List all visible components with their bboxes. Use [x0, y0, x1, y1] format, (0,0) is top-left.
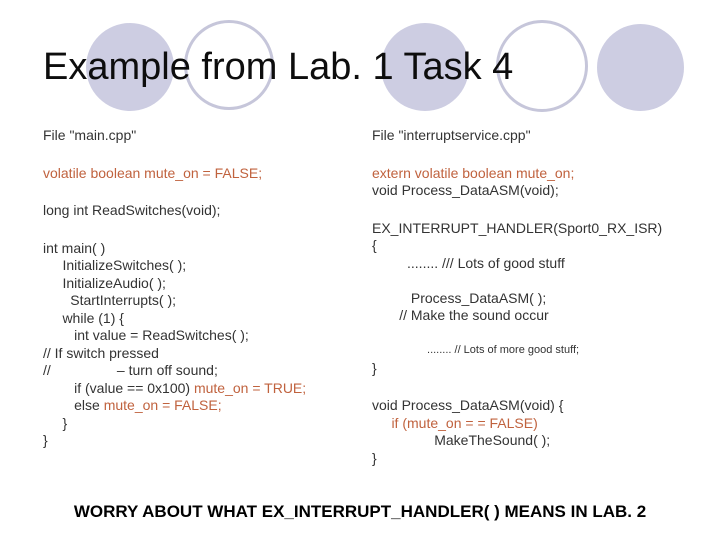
code-segment: }: [43, 432, 48, 448]
code-segment-highlight: mute_on = TRUE;: [193, 379, 307, 396]
code-segment: {: [372, 237, 377, 253]
code-block: void Process_DataASM(void) { if (mute_on…: [372, 397, 702, 467]
slide-title: Example from Lab. 1 Task 4: [43, 46, 514, 88]
code-segment: File "interruptservice.cpp": [372, 127, 531, 143]
code-segment: ........ /// Lots of good stuff: [372, 254, 565, 271]
code-segment-highlight: if (mute_on = = FALSE): [372, 414, 538, 431]
code-segment: InitializeSwitches( );: [43, 257, 187, 273]
code-segment: long int ReadSwitches(void);: [43, 202, 221, 218]
right-code-column: File "interruptservice.cpp" extern volati…: [372, 127, 702, 487]
code-segment: int main( ): [43, 239, 106, 256]
code-line: extern volatile boolean mute_on;: [372, 165, 702, 183]
left-code-column: File "main.cpp" volatile boolean mute_on …: [43, 127, 368, 470]
code-segment: }: [372, 359, 377, 376]
code-line: {: [372, 237, 702, 255]
code-segment: void Process_DataASM(void) {: [372, 397, 564, 413]
code-line: // If switch pressed: [43, 345, 368, 363]
code-segment: // Make the sound occur: [372, 307, 549, 323]
code-segment: InitializeAudio( );: [43, 274, 166, 291]
code-block: File "interruptservice.cpp": [372, 127, 702, 145]
code-segment: EX_INTERRUPT_HANDLER(Sport0_RX_ISR): [372, 219, 663, 236]
code-segment: // – turn off sound;: [43, 362, 218, 378]
code-segment-highlight: volatile boolean mute_on = FALSE;: [43, 164, 263, 181]
code-line: EX_INTERRUPT_HANDLER(Sport0_RX_ISR): [372, 220, 702, 238]
footer-note: WORRY ABOUT WHAT EX_INTERRUPT_HANDLER( )…: [73, 502, 647, 521]
code-segment: }: [372, 449, 377, 466]
code-block: volatile boolean mute_on = FALSE;: [43, 165, 368, 183]
code-line: ........ /// Lots of good stuff: [372, 255, 702, 273]
code-block: long int ReadSwitches(void);: [43, 202, 368, 220]
decor-circle-filled: [86, 23, 174, 111]
code-line: File "main.cpp": [43, 127, 368, 145]
code-segment: while (1) {: [43, 309, 124, 326]
decor-circle-filled: [597, 24, 684, 111]
code-line: Process_DataASM( );: [372, 290, 702, 308]
code-line: }: [372, 360, 702, 378]
code-block: extern volatile boolean mute_on;void Pro…: [372, 165, 702, 200]
decor-circle-filled: [381, 23, 469, 111]
title-band: [0, 0, 720, 120]
code-line: if (value == 0x100) mute_on = TRUE;: [43, 380, 368, 398]
code-segment: MakeTheSound( );: [372, 432, 551, 448]
code-segment: Process_DataASM( );: [372, 289, 547, 306]
code-line: long int ReadSwitches(void);: [43, 202, 368, 220]
code-segment: int value = ReadSwitches( );: [43, 327, 249, 343]
code-line: // – turn off sound;: [43, 362, 368, 380]
code-line: File "interruptservice.cpp": [372, 127, 702, 145]
code-line: }: [372, 450, 702, 468]
code-segment-highlight: mute_on = FALSE;: [103, 397, 222, 413]
code-segment: }: [43, 414, 68, 431]
code-line: InitializeAudio( );: [43, 275, 368, 293]
code-segment: if (value == 0x100): [43, 379, 194, 396]
code-segment-highlight: extern volatile boolean mute_on;: [372, 164, 575, 181]
code-line: [372, 325, 702, 343]
code-line: }: [43, 432, 368, 450]
code-line: void Process_DataASM(void) {: [372, 397, 702, 415]
code-block: int main( ) InitializeSwitches( ); Initi…: [43, 240, 368, 450]
code-block: EX_INTERRUPT_HANDLER(Sport0_RX_ISR){ ...…: [372, 220, 702, 378]
code-line: int value = ReadSwitches( );: [43, 327, 368, 345]
code-line: while (1) {: [43, 310, 368, 328]
code-line: }: [43, 415, 368, 433]
code-segment: File "main.cpp": [43, 127, 137, 143]
code-line: [372, 272, 702, 290]
decor-circle-outlined: [184, 20, 274, 110]
code-line: if (mute_on = = FALSE): [372, 415, 702, 433]
code-segment: StartInterrupts( );: [43, 292, 177, 308]
code-line: ........ // Lots of more good stuff;: [372, 342, 702, 360]
code-segment: // If switch pressed: [43, 344, 159, 361]
code-block: File "main.cpp": [43, 127, 368, 145]
code-segment: ........ // Lots of more good stuff;: [372, 344, 580, 356]
code-line: MakeTheSound( );: [372, 432, 702, 450]
decor-circle-outlined: [496, 20, 588, 112]
code-line: StartInterrupts( );: [43, 292, 368, 310]
code-line: else mute_on = FALSE;: [43, 397, 368, 415]
code-line: int main( ): [43, 240, 368, 258]
code-line: volatile boolean mute_on = FALSE;: [43, 165, 368, 183]
code-line: // Make the sound occur: [372, 307, 702, 325]
code-line: void Process_DataASM(void);: [372, 182, 702, 200]
code-segment: else: [43, 397, 104, 413]
code-segment: void Process_DataASM(void);: [372, 182, 559, 198]
code-line: InitializeSwitches( );: [43, 257, 368, 275]
